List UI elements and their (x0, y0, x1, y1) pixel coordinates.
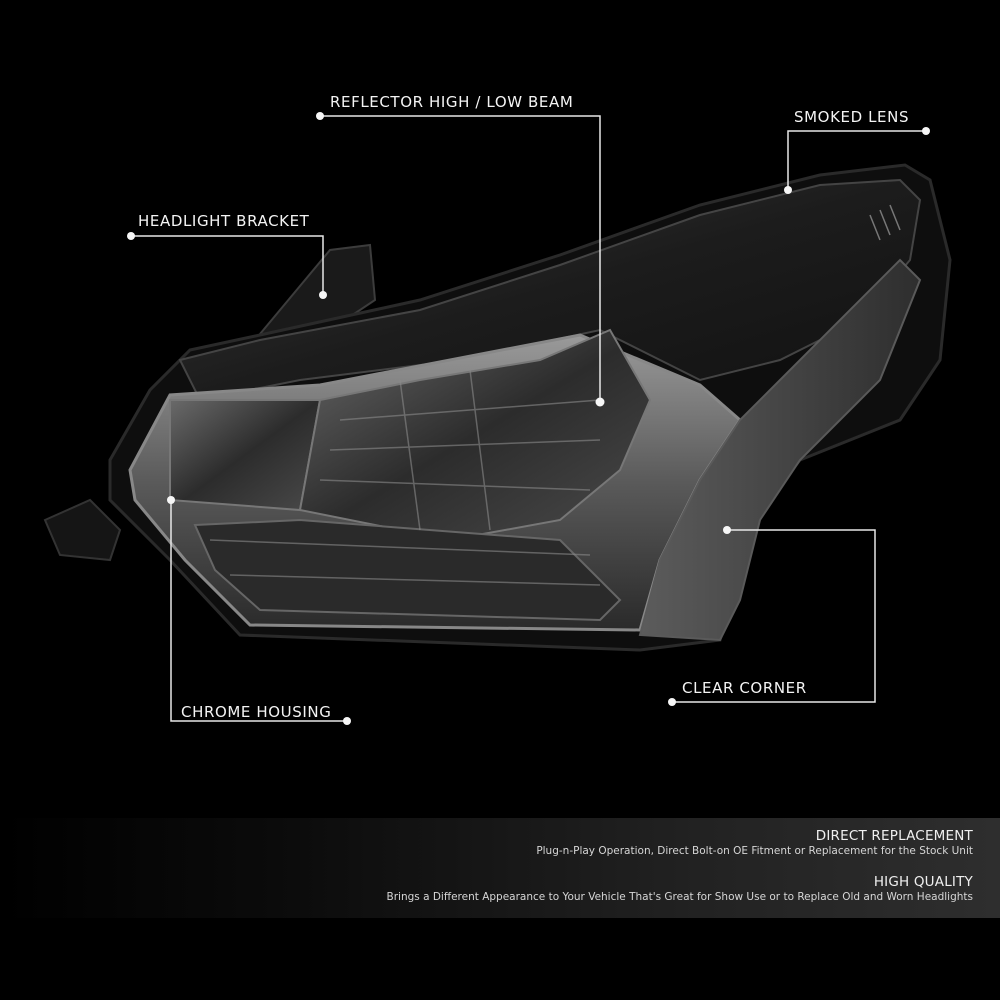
callout-smoked-lens-label: SMOKED LENS (794, 108, 910, 126)
feature-direct-replacement: DIRECT REPLACEMENT Plug-n-Play Operation… (536, 828, 973, 858)
callout-reflector-label: REFLECTOR HIGH / LOW BEAM (330, 93, 574, 111)
feature-description: Brings a Different Appearance to Your Ve… (386, 891, 974, 903)
feature-description: Plug-n-Play Operation, Direct Bolt-on OE… (536, 845, 973, 857)
callout-headlight-bracket-label: HEADLIGHT BRACKET (138, 212, 310, 230)
callout-lines (131, 115, 926, 722)
feature-high-quality: HIGH QUALITY Brings a Different Appearan… (387, 874, 974, 904)
callout-clear-corner-label: CLEAR CORNER (682, 679, 807, 697)
callout-chrome-housing-label: CHROME HOUSING (181, 703, 332, 721)
feature-title: HIGH QUALITY (873, 874, 973, 890)
feature-banner: DIRECT REPLACEMENT Plug-n-Play Operation… (0, 818, 1000, 918)
callout-dots (127, 112, 930, 725)
feature-title: DIRECT REPLACEMENT (815, 828, 973, 844)
